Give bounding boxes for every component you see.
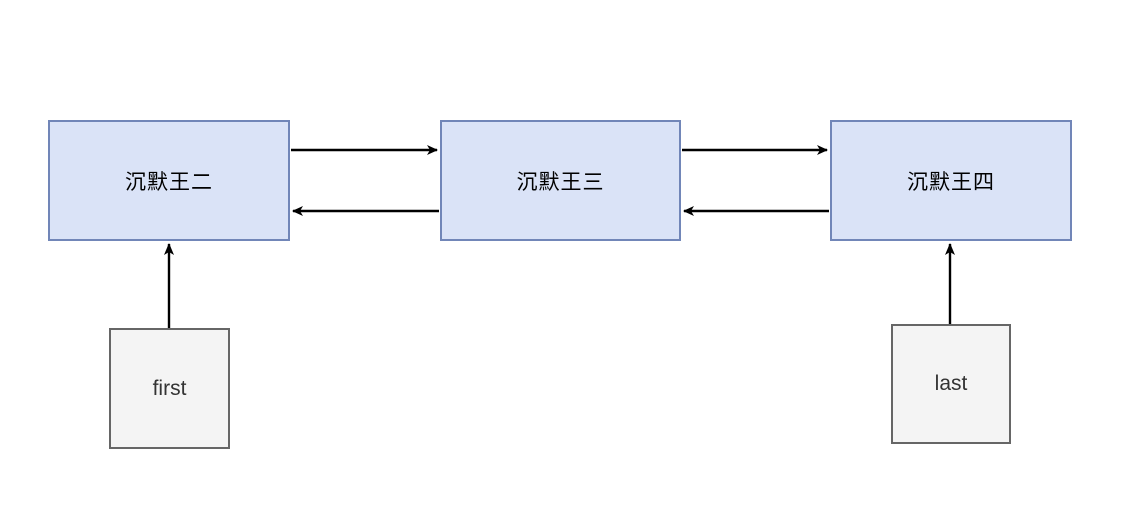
node-head-label: 沉默王二 — [125, 170, 213, 194]
node-middle-label: 沉默王三 — [516, 170, 605, 194]
node-head[interactable]: 沉默王二 — [48, 120, 290, 241]
node-last-label: last — [934, 372, 968, 395]
node-tail[interactable]: 沉默王四 — [830, 120, 1072, 241]
node-tail-label: 沉默王四 — [907, 170, 995, 194]
node-last[interactable]: last — [891, 324, 1011, 444]
node-first[interactable]: first — [109, 328, 230, 449]
node-middle[interactable]: 沉默王三 — [440, 120, 681, 241]
node-first-label: first — [152, 376, 187, 400]
